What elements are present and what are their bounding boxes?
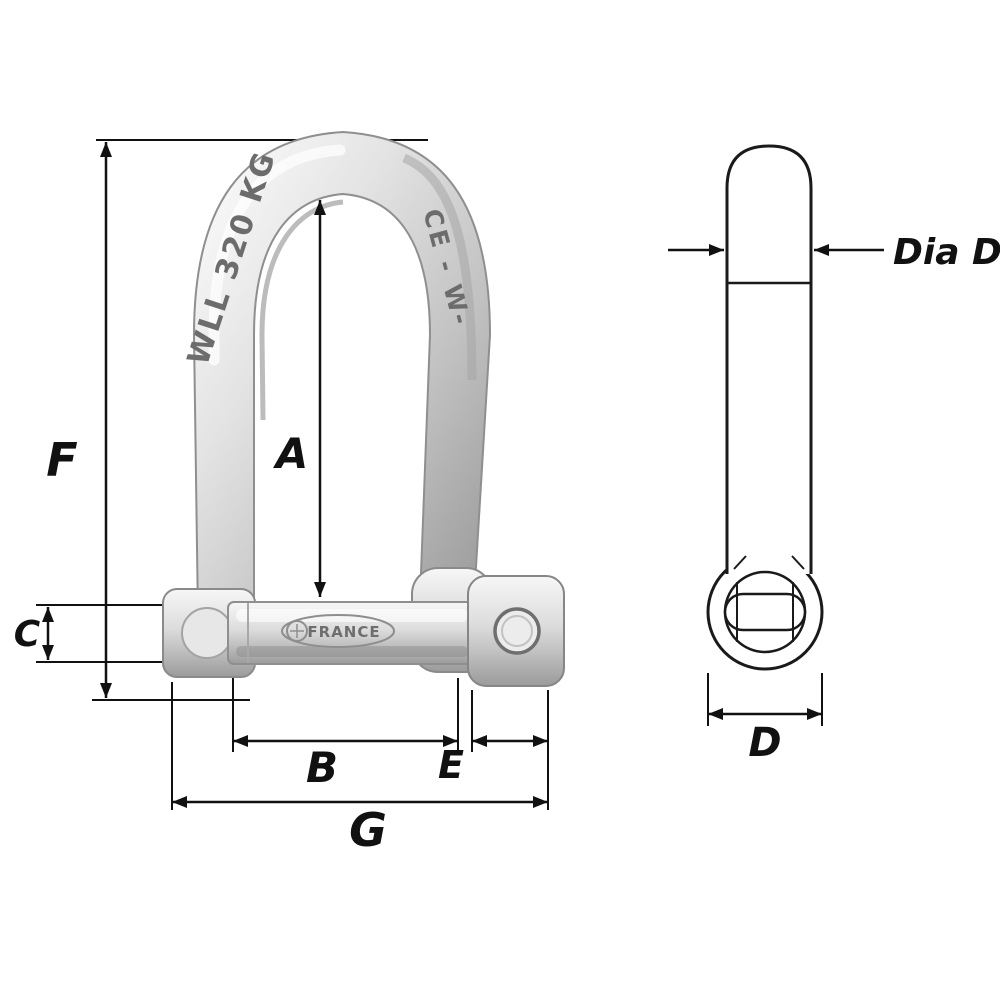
dim-label-a: A xyxy=(273,429,309,478)
dim-label-d: D xyxy=(748,720,781,766)
dimension-labels: F A C B E G D Dia D xyxy=(14,232,1000,857)
dim-label-dia-d: Dia D xyxy=(893,232,1000,273)
side-pin-shaft xyxy=(725,144,813,574)
bow-highlight xyxy=(208,144,346,366)
pin-left-end xyxy=(181,607,233,659)
bow-right-shade xyxy=(402,153,477,381)
dim-label-e: E xyxy=(438,743,464,787)
shackle-front-view: WLL 320 KG CE - W- FRANCE xyxy=(162,130,565,687)
pin-head-hole-ring xyxy=(501,615,533,647)
side-pin-bar xyxy=(723,592,807,632)
brand-text: FRANCE xyxy=(307,623,380,641)
dim-label-g: G xyxy=(349,803,387,857)
brand-stamp: FRANCE xyxy=(281,614,395,648)
pin-shadow xyxy=(236,646,468,657)
dim-label-f: F xyxy=(46,433,77,487)
brand-logo-circle xyxy=(286,620,308,642)
dim-label-b: B xyxy=(306,743,338,792)
pin-side-view xyxy=(706,144,824,671)
dim-label-c: C xyxy=(14,614,41,655)
brand-oval xyxy=(281,614,395,648)
dimension-arrows xyxy=(42,142,884,808)
side-junction-tick-right xyxy=(791,555,805,570)
side-junction-tick-left xyxy=(733,555,747,570)
